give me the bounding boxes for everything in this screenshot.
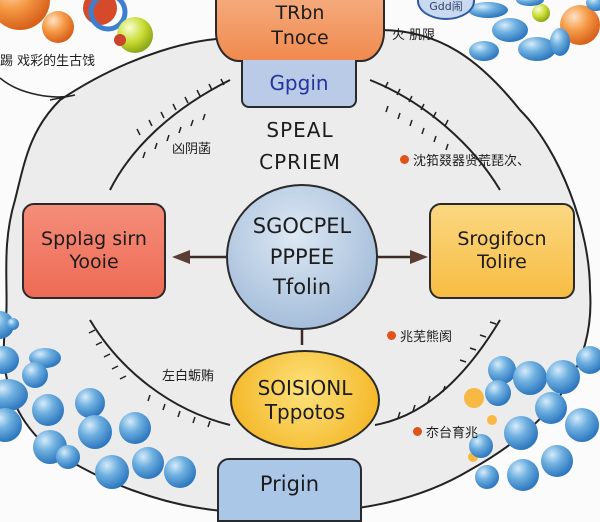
top-node-line1: TRbn [275, 2, 325, 25]
decorative-orbs-top-left [0, 0, 153, 53]
bottom-node-line2: Tppotos [264, 400, 346, 424]
bottom-node[interactable]: SOISIONL Tppotos [230, 350, 380, 450]
arrow-lines [185, 255, 415, 345]
right-node[interactable]: Srogifocn Tolire [429, 203, 575, 299]
arrow-right-head [410, 250, 428, 264]
left-node[interactable]: Spplag sirn Yooie [22, 203, 166, 299]
note-upper-right-arc: 沈筘叕器贤荒琵次、 [400, 150, 530, 169]
note-lower-right-arc-1: 兆芜熊阂 [387, 326, 452, 345]
decorative-bubbles-bottom-right [464, 346, 600, 491]
decorative-bubbles-bottom-left [0, 311, 196, 489]
top-subnode[interactable]: Gpgin [241, 60, 357, 108]
connector-arcs [89, 79, 501, 426]
note-upper-left-arc: 凶阴菡 [172, 142, 212, 157]
left-node-line2: Yooie [69, 251, 119, 273]
left-node-line1: Spplag sirn [41, 228, 147, 251]
note-lower-left-arc: 左白蛎贿 [162, 369, 215, 384]
arc-tick-marks [88, 78, 497, 428]
bottom-subnode-label: Prigin [259, 472, 320, 496]
note-lower-right-arc-2-text: 夵台育兆 [426, 426, 479, 441]
center-node[interactable]: SGOCPEL PPPEE Tfolin [226, 184, 378, 330]
bullet-icon [387, 331, 396, 340]
note-lower-right-arc-2: 夵台育兆 [413, 422, 478, 441]
note-top-right: 火 肌限 [392, 28, 436, 43]
top-badge-label: Gdd闹 [429, 0, 463, 13]
center-node-line3: Tfolin [272, 275, 332, 300]
bullet-icon [413, 427, 422, 436]
bullet-icon [400, 155, 409, 164]
decorative-bubbles-top-right [468, 0, 600, 61]
center-node-line1: SGOCPEL [252, 214, 352, 239]
right-node-line2: Tolire [477, 251, 527, 273]
top-node-line2: Tnoce [271, 27, 329, 49]
center-heading-line1: SPEAL [266, 118, 334, 142]
arrow-left-head [172, 250, 190, 264]
note-upper-right-arc-text: 沈筘叕器贤荒琵次、 [413, 154, 531, 169]
top-subnode-label: Gpgin [269, 71, 329, 95]
note-lower-right-arc-1-text: 兆芜熊阂 [400, 330, 453, 345]
right-node-line1: Srogifocn [457, 228, 547, 251]
center-node-line2: PPPEE [269, 244, 335, 269]
bottom-node-line1: SOISIONL [257, 376, 353, 400]
top-badge: Gdd闹 [417, 0, 475, 20]
center-heading-line2: CPRIEM [259, 150, 341, 174]
speech-bubble-outline [0, 77, 76, 101]
note-top-left: 踢 戏彩的生古饯 [0, 54, 96, 69]
top-node[interactable]: TRbn Tnoce [215, 0, 385, 62]
bottom-subnode[interactable]: Prigin [217, 458, 362, 522]
